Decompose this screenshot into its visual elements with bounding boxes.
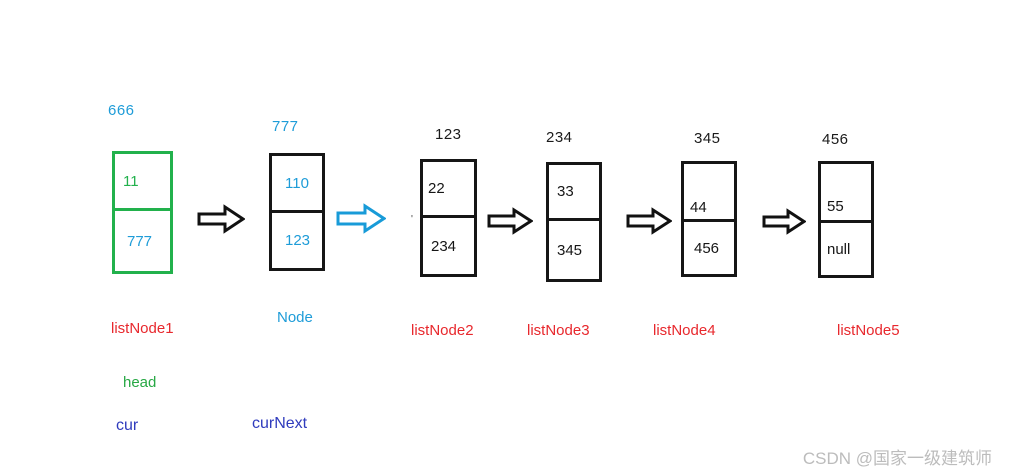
node6-next-cell: null bbox=[827, 240, 851, 258]
node1-next-cell: 777 bbox=[127, 232, 153, 250]
node4-address-label: 234 bbox=[546, 129, 573, 146]
next-arrow-3-icon bbox=[487, 207, 533, 235]
node5-box: 44 456 bbox=[681, 161, 737, 277]
node5-value-cell: 44 bbox=[684, 164, 734, 222]
node3-value-cell: 22 bbox=[423, 162, 474, 218]
node5-address-label: 345 bbox=[694, 130, 721, 147]
node3-address-label: 123 bbox=[435, 126, 462, 143]
next-arrow-1-icon bbox=[197, 204, 245, 234]
next-arrow-2-icon bbox=[336, 203, 386, 234]
node2-name-label: Node bbox=[277, 309, 313, 326]
node3-next-cell: 234 bbox=[431, 237, 457, 255]
stray-tick-mark: ' bbox=[411, 214, 413, 225]
node6-value-cell: 55 bbox=[821, 164, 871, 223]
node5-next-cell: 456 bbox=[694, 239, 720, 257]
curnext-pointer-label: curNext bbox=[252, 415, 308, 432]
cur-pointer-label: cur bbox=[116, 417, 139, 434]
node2-value-cell: 110 bbox=[272, 156, 322, 213]
csdn-watermark: CSDN @国家一级建筑师 bbox=[802, 449, 992, 468]
node4-value-cell: 33 bbox=[549, 165, 599, 221]
node1-box: 11 777 bbox=[112, 151, 173, 274]
node4-name-label: listNode3 bbox=[527, 322, 590, 339]
node6-address-label: 456 bbox=[822, 131, 849, 148]
node6-name-label: listNode5 bbox=[837, 322, 900, 339]
node1-value-cell: 11 bbox=[115, 154, 170, 211]
node2-next-cell: 123 bbox=[285, 232, 311, 249]
next-arrow-5-icon bbox=[762, 208, 806, 235]
node2-box: 110 123 bbox=[269, 153, 325, 271]
node1-address-label: 666 bbox=[108, 102, 135, 119]
node2-address-label: 777 bbox=[272, 118, 299, 135]
node3-name-label: listNode2 bbox=[411, 322, 474, 339]
head-pointer-label: head bbox=[123, 374, 157, 391]
node4-box: 33 345 bbox=[546, 162, 602, 282]
node5-name-label: listNode4 bbox=[653, 322, 716, 339]
node1-name-label: listNode1 bbox=[111, 320, 174, 337]
node3-box: 22 234 bbox=[420, 159, 477, 277]
next-arrow-4-icon bbox=[626, 207, 672, 235]
node6-box: 55 null bbox=[818, 161, 874, 278]
node4-next-cell: 345 bbox=[557, 241, 583, 259]
